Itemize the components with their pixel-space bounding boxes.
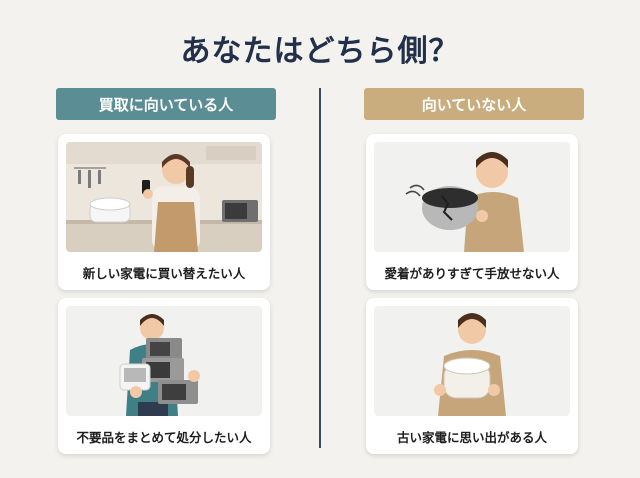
man-hugging-rice-cooker-icon [374, 306, 570, 416]
woman-smartphone-kitchen-icon [66, 142, 262, 252]
card-caption: 愛着がありすぎて手放せない人 [384, 266, 560, 281]
card-caption: 古い家電に思い出がある人 [396, 430, 547, 445]
suitable-header: 買取に向いている人 [56, 88, 276, 120]
page-title: あなたはどちら側？ [180, 34, 460, 69]
man-carrying-microwaves-icon [66, 306, 262, 416]
unsuitable-header: 向いていない人 [364, 88, 584, 120]
card-caption: 新しい家電に買い替えたい人 [82, 266, 246, 281]
card-dispose-items: 不要品をまとめて処分したい人 [58, 298, 270, 454]
card-memories: 古い家電に思い出がある人 [366, 298, 578, 454]
center-divider [319, 88, 321, 448]
card-caption: 不要品をまとめて処分したい人 [76, 430, 252, 445]
card-replace-appliances: 新しい家電に買い替えたい人 [58, 134, 270, 290]
man-cracked-pot-icon [374, 142, 570, 252]
card-attached: 愛着がありすぎて手放せない人 [366, 134, 578, 290]
